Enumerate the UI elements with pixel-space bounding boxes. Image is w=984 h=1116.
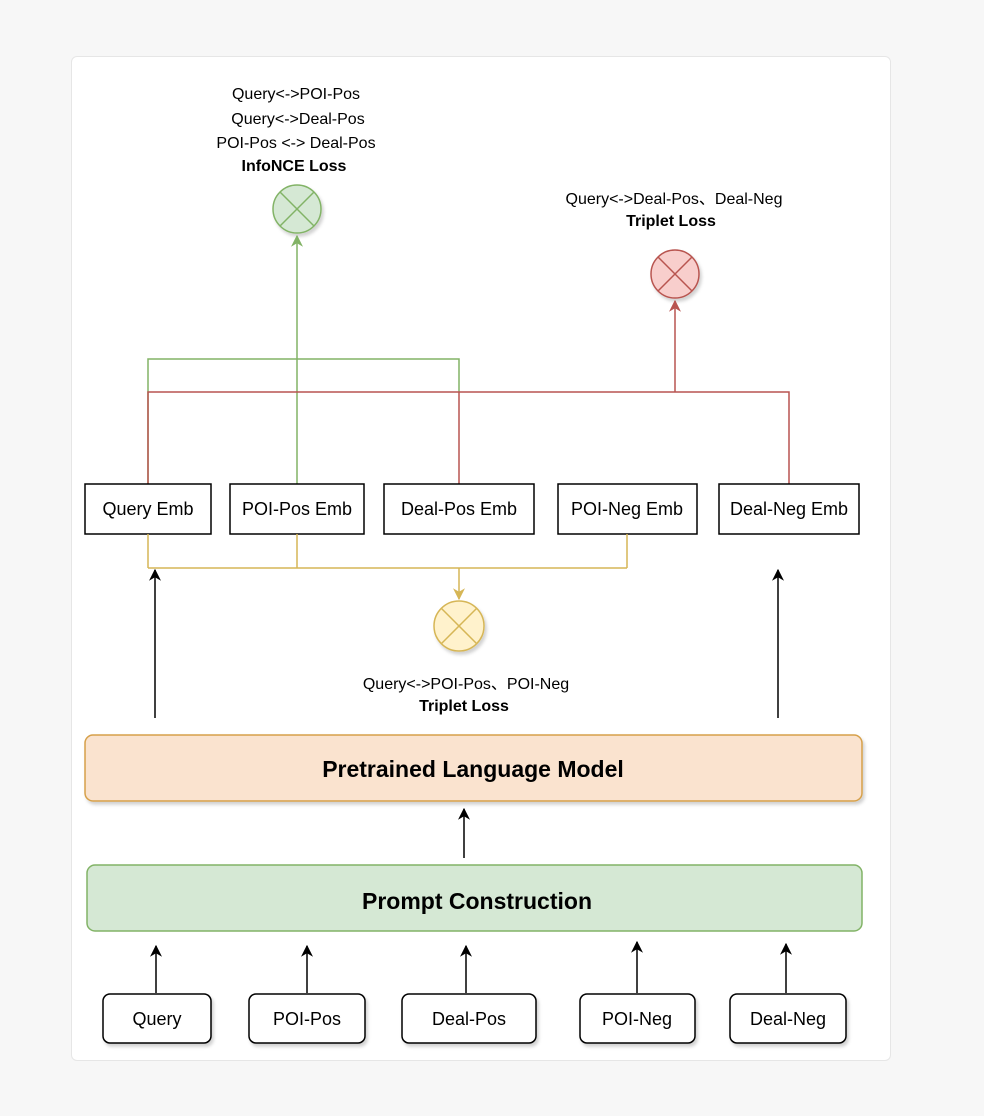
input-arrows (150, 940, 792, 993)
deal-pos-input-box (401, 993, 537, 1044)
deal-pos-emb-box: Deal-Pos Emb (383, 483, 535, 535)
deal-neg-input-label: Deal-Neg (750, 1009, 826, 1029)
poi-triplet-connectors (147, 534, 628, 601)
deal-triplet-loss-node (650, 249, 700, 299)
query-input-box (102, 993, 212, 1044)
infonce-loss-node (272, 184, 322, 234)
deal-pos-input-label: Deal-Pos (432, 1009, 506, 1029)
infonce-pair-2: Query<->Deal-Pos (231, 111, 364, 128)
infonce-pair-3: POI-Pos <-> Deal-Pos (216, 135, 375, 152)
deal-triplet-pair: Query<->Deal-Pos、Deal-Neg (566, 191, 783, 208)
poi-triplet-pair: Query<->POI-Pos、POI-Neg (363, 676, 569, 693)
pretrained-language-model-box (84, 734, 863, 802)
poi-triplet-loss-group: Query<->POI-Pos、POI-Neg Triplet Loss (363, 600, 569, 715)
poi-triplet-loss-node (433, 600, 485, 652)
query-input-label: Query (132, 1009, 181, 1029)
deal-triplet-connectors (147, 299, 790, 484)
deal-pos-emb-label: Deal-Pos Emb (401, 499, 517, 519)
deal-neg-emb-label: Deal-Neg Emb (730, 499, 848, 519)
poi-pos-emb-box: POI-Pos Emb (229, 483, 365, 535)
deal-neg-input-box (729, 993, 847, 1044)
infonce-pair-1: Query<->POI-Pos (232, 86, 360, 103)
query-emb-box: Query Emb (84, 483, 212, 535)
query-emb-label: Query Emb (102, 499, 193, 519)
prompt-construction-box (86, 864, 863, 932)
deal-triplet-loss-title: Triplet Loss (626, 213, 716, 230)
embedding-row: Query Emb POI-Pos Emb Deal-Pos Emb POI-N… (84, 483, 860, 535)
poi-pos-emb-label: POI-Pos Emb (242, 499, 352, 519)
poi-pos-input-label: POI-Pos (273, 1009, 341, 1029)
prompt-construction-label: Prompt Construction (362, 888, 592, 914)
pretrained-language-model-label: Pretrained Language Model (322, 756, 624, 782)
poi-pos-input-box (248, 993, 366, 1044)
input-row: Query POI-Pos Deal-Pos POI-Neg Deal-Neg (102, 993, 847, 1044)
infonce-loss-group: Query<->POI-Pos Query<->Deal-Pos POI-Pos… (216, 86, 376, 234)
infonce-connectors (147, 234, 460, 484)
poi-neg-input-label: POI-Neg (602, 1009, 672, 1029)
infonce-loss-title: InfoNCE Loss (242, 158, 347, 175)
poi-neg-emb-box: POI-Neg Emb (557, 483, 698, 535)
deal-neg-emb-box: Deal-Neg Emb (718, 483, 860, 535)
poi-neg-emb-label: POI-Neg Emb (571, 499, 683, 519)
poi-neg-input-box (579, 993, 696, 1044)
poi-triplet-loss-title: Triplet Loss (419, 698, 509, 715)
model-output-arrows (149, 568, 784, 718)
deal-triplet-loss-group: Query<->Deal-Pos、Deal-Neg Triplet Loss (566, 191, 783, 299)
